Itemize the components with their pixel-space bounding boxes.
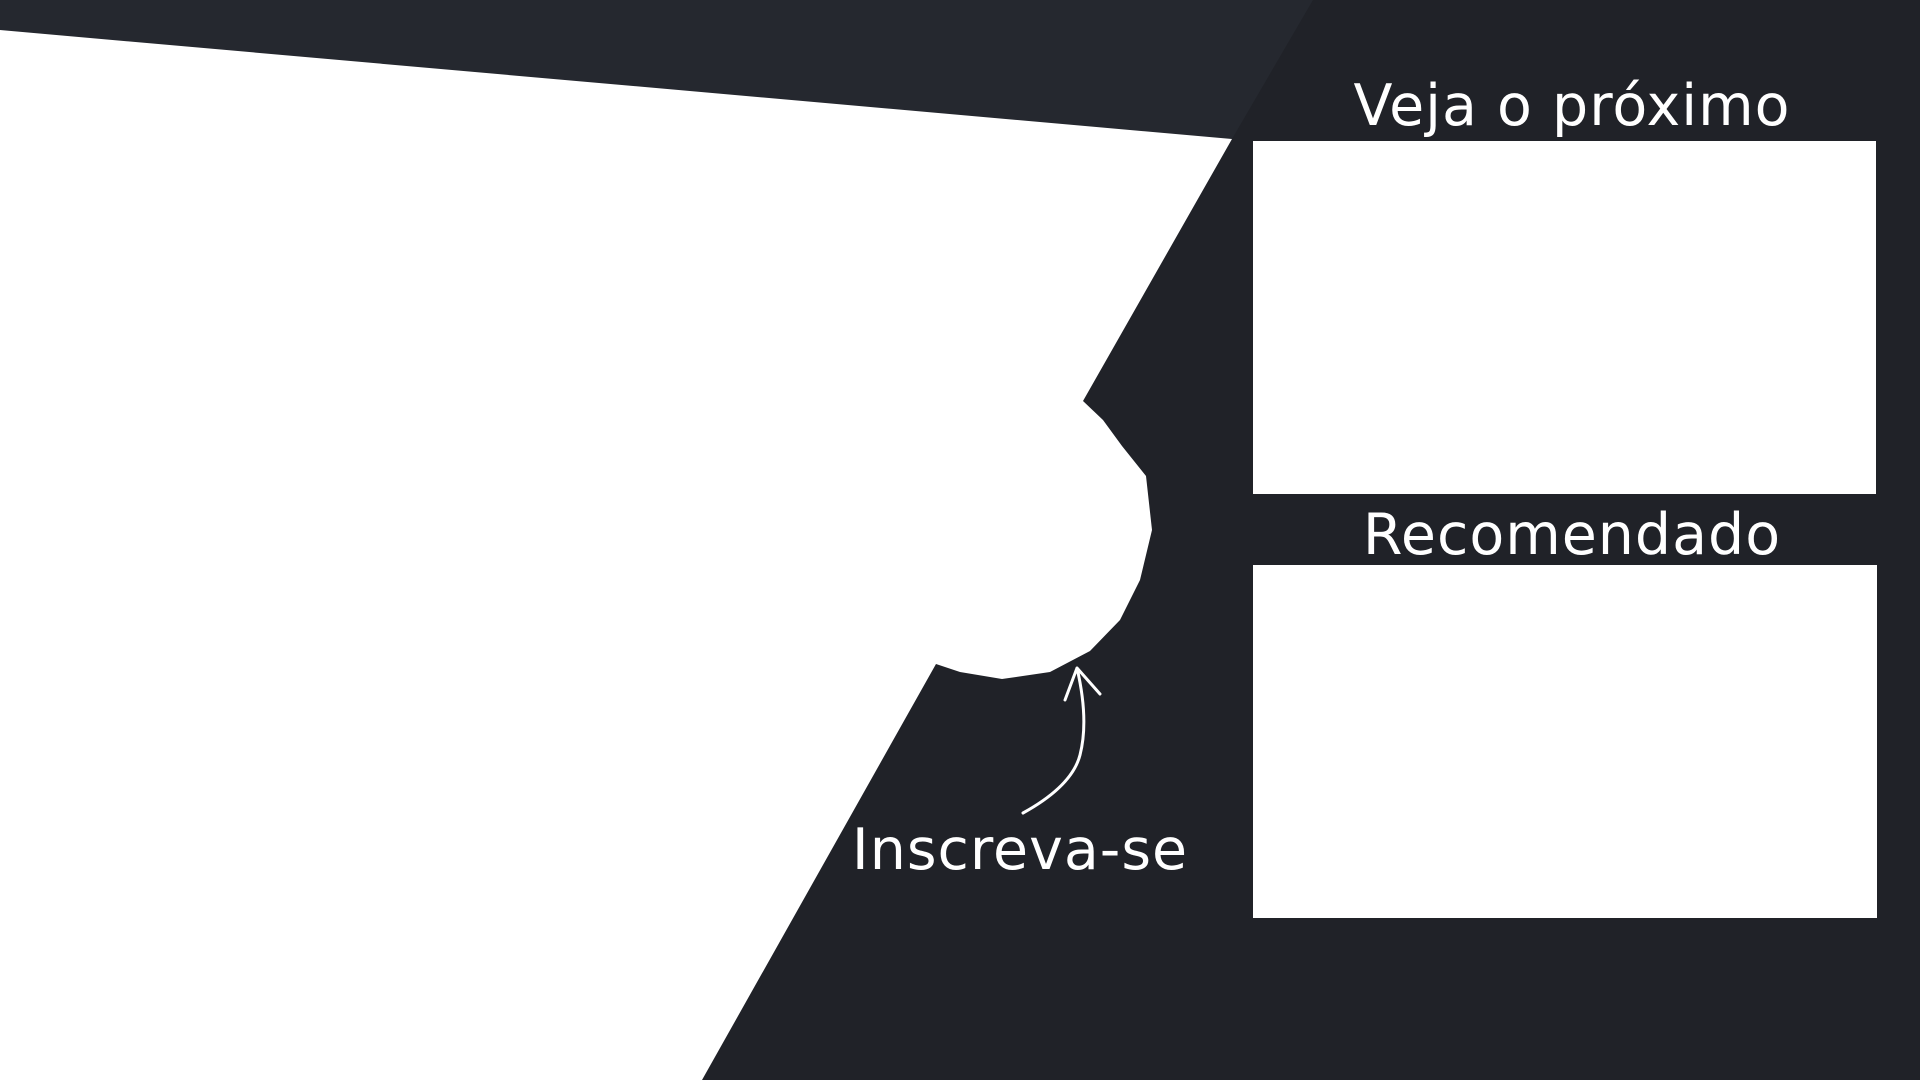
recommended-video-slot[interactable]: [1253, 565, 1877, 918]
next-video-slot[interactable]: [1253, 141, 1876, 494]
top-band: [0, 0, 1313, 139]
next-video-title: Veja o próximo: [1353, 73, 1791, 139]
video-placeholder-area: [0, 30, 1232, 1080]
curved-arrow-icon: [1021, 666, 1102, 815]
subscribe-label: Inscreva-se: [851, 817, 1189, 883]
recommended-title: Recomendado: [1362, 502, 1782, 568]
